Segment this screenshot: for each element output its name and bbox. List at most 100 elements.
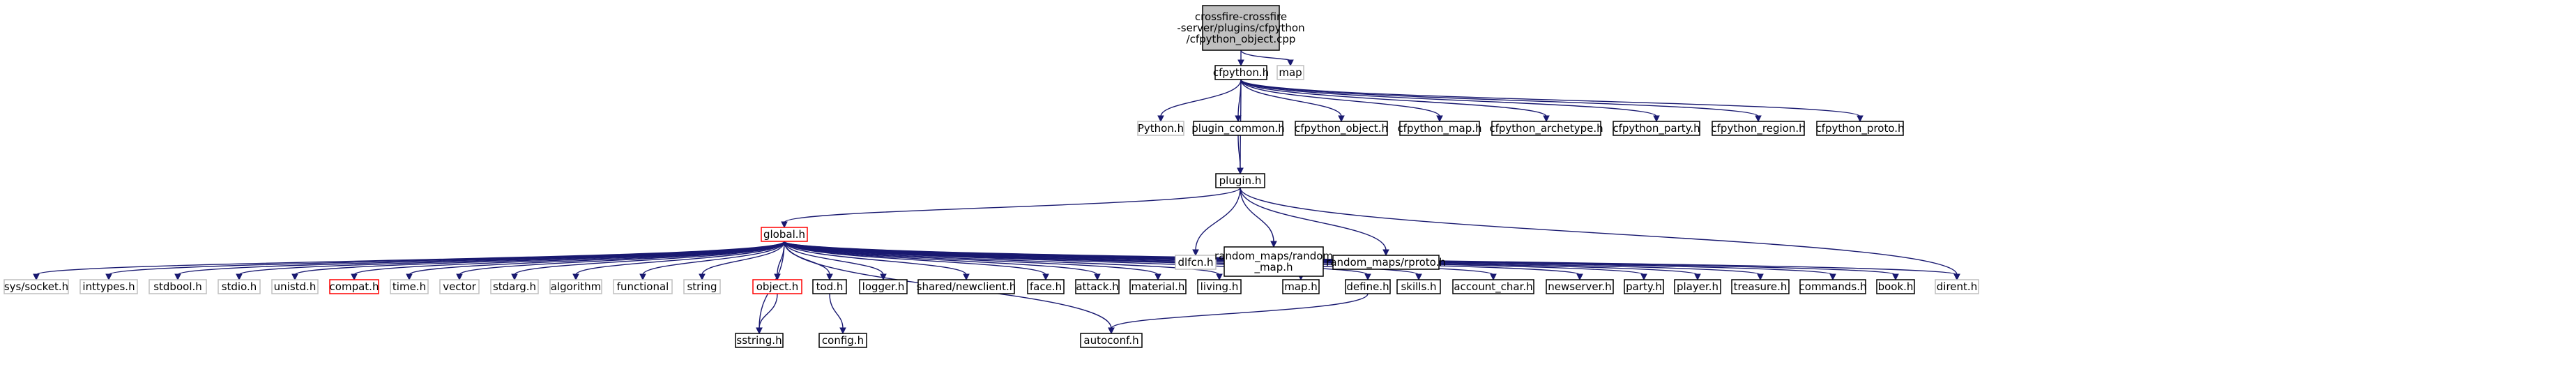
node-map-h[interactable]: map.h — [1282, 279, 1320, 294]
node-tod-h[interactable]: tod.h — [812, 279, 847, 294]
node-plugin-h[interactable]: plugin.h — [1215, 173, 1265, 188]
node-label: living.h — [1201, 280, 1239, 293]
node-label: tod.h — [816, 280, 844, 293]
node-cfpython-map-h[interactable]: cfpython_map.h — [1397, 121, 1482, 136]
edge-global_h-to-face_h — [784, 241, 1049, 281]
node-book-h[interactable]: book.h — [1876, 279, 1915, 294]
node-cfpython-object-h[interactable]: cfpython_object.h — [1295, 121, 1388, 136]
node-algorithm[interactable]: algorithm — [549, 279, 602, 294]
edge-cfpython_h-to-cfpython_map_h — [1240, 79, 1443, 123]
node-label: stdbool.h — [153, 280, 202, 293]
node-label: functional — [617, 280, 669, 293]
node-label: cfpython_map.h — [1397, 122, 1481, 135]
node-party-h[interactable]: party.h — [1624, 279, 1664, 294]
node-autoconf-h[interactable]: autoconf.h — [1080, 333, 1143, 348]
node-label: attack.h — [1076, 280, 1118, 293]
node-plugin-common-h[interactable]: plugin_common.h — [1191, 121, 1285, 136]
node-label: logger.h — [862, 280, 905, 293]
node-object-h[interactable]: object.h — [752, 279, 802, 294]
node-rproto-h[interactable]: random_maps/rproto.h — [1326, 255, 1446, 270]
node-label: cfpython_region.h — [1711, 122, 1805, 135]
node-label: config.h — [822, 334, 864, 347]
edge-object_h-to-sstring_h — [756, 293, 778, 335]
node-inttypes-h[interactable]: inttypes.h — [79, 279, 138, 294]
edge-global_h-to-string — [699, 241, 785, 281]
node-cfpython-proto-h[interactable]: cfpython_proto.h — [1815, 121, 1905, 136]
edge-root-to-map — [1240, 50, 1294, 67]
node-label: material.h — [1131, 280, 1185, 293]
node-attack-h[interactable]: attack.h — [1075, 279, 1120, 294]
node-dlfcn-h[interactable]: dlfcn.h — [1175, 255, 1217, 270]
node-compat-h[interactable]: compat.h — [329, 279, 379, 294]
node-python-h[interactable]: Python.h — [1137, 121, 1184, 136]
node-unistd-h[interactable]: unistd.h — [271, 279, 319, 294]
node-label: sstring.h — [736, 334, 782, 347]
node-root[interactable]: crossfire-crossfire-server/plugins/cfpyt… — [1177, 5, 1305, 51]
node-dirent-h[interactable]: dirent.h — [1935, 279, 1979, 294]
node-label: Python.h — [1138, 122, 1184, 135]
node-label: map — [1279, 66, 1302, 79]
node-logger-h[interactable]: logger.h — [859, 279, 908, 294]
node-string[interactable]: string — [683, 279, 721, 294]
node-cfpython-archetype-h[interactable]: cfpython_archetype.h — [1489, 121, 1603, 136]
edge-global_h-to-time_h — [406, 241, 785, 281]
node-sys-socket-h[interactable]: sys/socket.h — [3, 279, 69, 294]
node-shared-newclient-h[interactable]: shared/newclient.h — [917, 279, 1016, 294]
edge-plugin_h-to-dlfcn_h — [1192, 187, 1241, 257]
node-newserver-h[interactable]: newserver.h — [1546, 279, 1614, 294]
node-label: unistd.h — [274, 280, 317, 293]
node-label: random_maps/random — [1214, 250, 1333, 263]
node-functional[interactable]: functional — [613, 279, 673, 294]
node-face-h[interactable]: face.h — [1027, 279, 1065, 294]
node-label: stdarg.h — [493, 280, 536, 293]
node-time-h[interactable]: time.h — [390, 279, 429, 294]
node-label: player.h — [1677, 280, 1718, 293]
node-label: newserver.h — [1548, 280, 1611, 293]
node-sstring-h[interactable]: sstring.h — [735, 333, 784, 348]
node-cfpython-region-h[interactable]: cfpython_region.h — [1711, 121, 1806, 136]
node-player-h[interactable]: player.h — [1674, 279, 1721, 294]
node-cfpython-party-h[interactable]: cfpython_party.h — [1613, 121, 1700, 136]
node-label: /cfpython_object.cpp — [1187, 33, 1296, 46]
node-living-h[interactable]: living.h — [1197, 279, 1242, 294]
node-label: inttypes.h — [82, 280, 135, 293]
node-account-char-h[interactable]: account_char.h — [1452, 279, 1534, 294]
node-label: sys/socket.h — [4, 280, 68, 293]
node-label: face.h — [1030, 280, 1062, 293]
node-label: dlfcn.h — [1178, 256, 1214, 269]
node-vector[interactable]: vector — [439, 279, 480, 294]
node-stdbool-h[interactable]: stdbool.h — [148, 279, 207, 294]
node-cfpython-h[interactable]: cfpython.h — [1213, 65, 1269, 80]
edge-cfpython_h-to-cfpython_party_h — [1240, 79, 1660, 123]
node-label: vector — [443, 280, 476, 293]
node-label: plugin.h — [1219, 174, 1262, 187]
edge-global_h-to-functional — [639, 241, 785, 281]
node-label: cfpython.h — [1213, 66, 1269, 79]
edge-root-to-cfpython_h — [1237, 50, 1244, 67]
node-label: account_char.h — [1454, 280, 1532, 294]
edge-plugin_h-to-global_h — [781, 187, 1241, 229]
edge-global_h-to-stdarg_h — [511, 241, 785, 281]
node-global-h[interactable]: global.h — [761, 227, 808, 242]
node-commands-h[interactable]: commands.h — [1799, 279, 1867, 294]
node-material-h[interactable]: material.h — [1129, 279, 1187, 294]
node-define-h[interactable]: define.h — [1345, 279, 1391, 294]
node-skills-h[interactable]: skills.h — [1396, 279, 1441, 294]
node-stdio-h[interactable]: stdio.h — [218, 279, 261, 294]
node-label: cfpython_object.h — [1295, 122, 1388, 135]
node-treasure-h[interactable]: treasure.h — [1731, 279, 1790, 294]
node-map[interactable]: map — [1276, 65, 1304, 80]
node-stdarg-h[interactable]: stdarg.h — [490, 279, 539, 294]
node-label: cfpython_archetype.h — [1489, 122, 1603, 135]
node-label: algorithm — [551, 280, 601, 293]
node-random-map-h[interactable]: random_maps/random_map.h — [1214, 246, 1333, 277]
edge-global_h-to-compat_h — [351, 241, 785, 281]
node-label: book.h — [1878, 280, 1914, 293]
node-label: global.h — [763, 228, 805, 241]
node-label: plugin_common.h — [1191, 122, 1285, 135]
node-config-h[interactable]: config.h — [818, 333, 867, 348]
node-label: string — [687, 280, 717, 293]
edge-cfpython_h-to-python_h — [1157, 79, 1242, 123]
edge-plugin_common_h-to-plugin_h — [1237, 135, 1244, 175]
